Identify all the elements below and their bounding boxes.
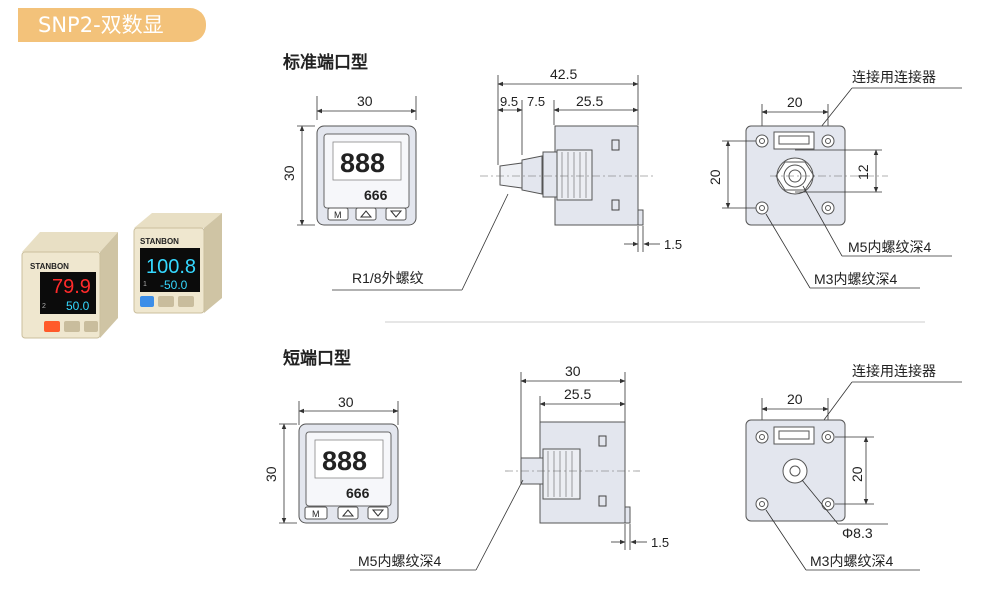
- std-back-connector: 连接用连接器: [852, 69, 936, 85]
- left-unit-main-value: 79.9: [52, 276, 91, 298]
- left-unit-down-button: [84, 321, 98, 332]
- std-back-h2: 12: [855, 164, 871, 180]
- std-side-total: 42.5: [550, 66, 577, 82]
- right-unit-row1: 1: [143, 281, 147, 288]
- section-title-standard: 标准端口型: [283, 53, 368, 73]
- product-tab: SNP2-双数显: [18, 8, 206, 42]
- std-side-d3: 25.5: [576, 93, 603, 109]
- short-side-thread: M5内螺纹深4: [358, 553, 441, 569]
- standard-back-view: 连接用连接器 20 20 12 M5内螺纹深4 M: [707, 69, 962, 289]
- left-unit-sub-value: 50.0: [66, 299, 90, 313]
- standard-side-view: 42.5 9.5 7.5 25.5 1.5 R1/8外螺纹: [332, 66, 682, 291]
- right-unit-brand: STANBON: [140, 237, 179, 246]
- left-unit-row2: 2: [42, 303, 46, 310]
- standard-front-view: 30 30 888 666 M: [281, 93, 417, 226]
- std-back-w: 20: [787, 94, 803, 110]
- short-back-dia: Φ8.3: [842, 525, 873, 541]
- short-back-w: 20: [787, 391, 803, 407]
- std-back-m5: M5内螺纹深4: [848, 239, 931, 255]
- short-back-connector: 连接用连接器: [852, 363, 936, 379]
- left-unit-brand: STANBON: [30, 262, 69, 271]
- left-unit-image: STANBON 79.9 50.0 2: [21, 232, 118, 339]
- right-unit-image: STANBON 100.8 -50.0 1: [133, 213, 222, 314]
- short-side-d4: 1.5: [651, 535, 669, 550]
- short-side-d3: 25.5: [564, 386, 591, 402]
- std-back-m3: M3内螺纹深4: [814, 271, 897, 287]
- std-side-d2: 7.5: [527, 94, 545, 109]
- product-photo: STANBON 79.9 50.0 2 STANBON 100.8 -50.0 …: [21, 213, 222, 339]
- short-back-view: 连接用连接器 20 20 Φ8.3 M3内螺纹深4: [745, 363, 962, 571]
- std-button-m: M: [334, 210, 342, 220]
- short-back-h: 20: [849, 466, 865, 482]
- right-unit-main-value: 100.8: [146, 256, 196, 278]
- std-side-thread: R1/8外螺纹: [352, 270, 424, 286]
- std-display-main: 888: [340, 148, 385, 178]
- short-front-width: 30: [338, 394, 354, 410]
- std-back-h: 20: [707, 169, 723, 185]
- short-back-m3: M3内螺纹深4: [810, 553, 893, 569]
- right-unit-blue-button: [140, 296, 154, 307]
- std-side-d1: 9.5: [500, 94, 518, 109]
- right-unit-up-button: [158, 296, 174, 307]
- left-unit-up-button: [64, 321, 80, 332]
- short-button-m: M: [312, 509, 320, 519]
- right-unit-sub-value: -50.0: [160, 278, 188, 292]
- std-front-height: 30: [281, 165, 297, 181]
- short-front-height: 30: [263, 466, 279, 482]
- left-unit-orange-button: [44, 321, 60, 332]
- section-title-short: 短端口型: [283, 349, 351, 369]
- std-display-sub: 666: [364, 187, 388, 203]
- short-front-view: 30 30 888 666 M: [263, 394, 399, 524]
- std-side-d4: 1.5: [664, 237, 682, 252]
- short-display-main: 888: [322, 446, 367, 476]
- short-side-view: 30 25.5 1.5 M5内螺纹深4: [350, 363, 669, 571]
- std-front-width: 30: [357, 93, 373, 109]
- short-side-total: 30: [565, 363, 581, 379]
- right-unit-down-button: [178, 296, 194, 307]
- short-display-sub: 666: [346, 485, 370, 501]
